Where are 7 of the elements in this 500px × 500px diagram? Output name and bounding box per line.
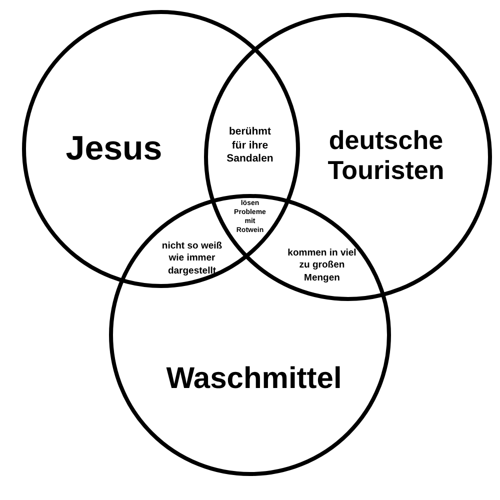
set-label: Waschmittel bbox=[165, 362, 343, 396]
intersection-label: kommen in viel zu großen Mengen bbox=[286, 247, 358, 285]
set-label: deutsche Touristen bbox=[326, 126, 446, 186]
set-label: Jesus bbox=[64, 129, 164, 169]
venn-circle bbox=[109, 194, 391, 476]
intersection-label: nicht so weiß wie immer dargestellt bbox=[160, 240, 224, 278]
intersection-label: berühmt für ihre Sandalen bbox=[226, 126, 274, 166]
